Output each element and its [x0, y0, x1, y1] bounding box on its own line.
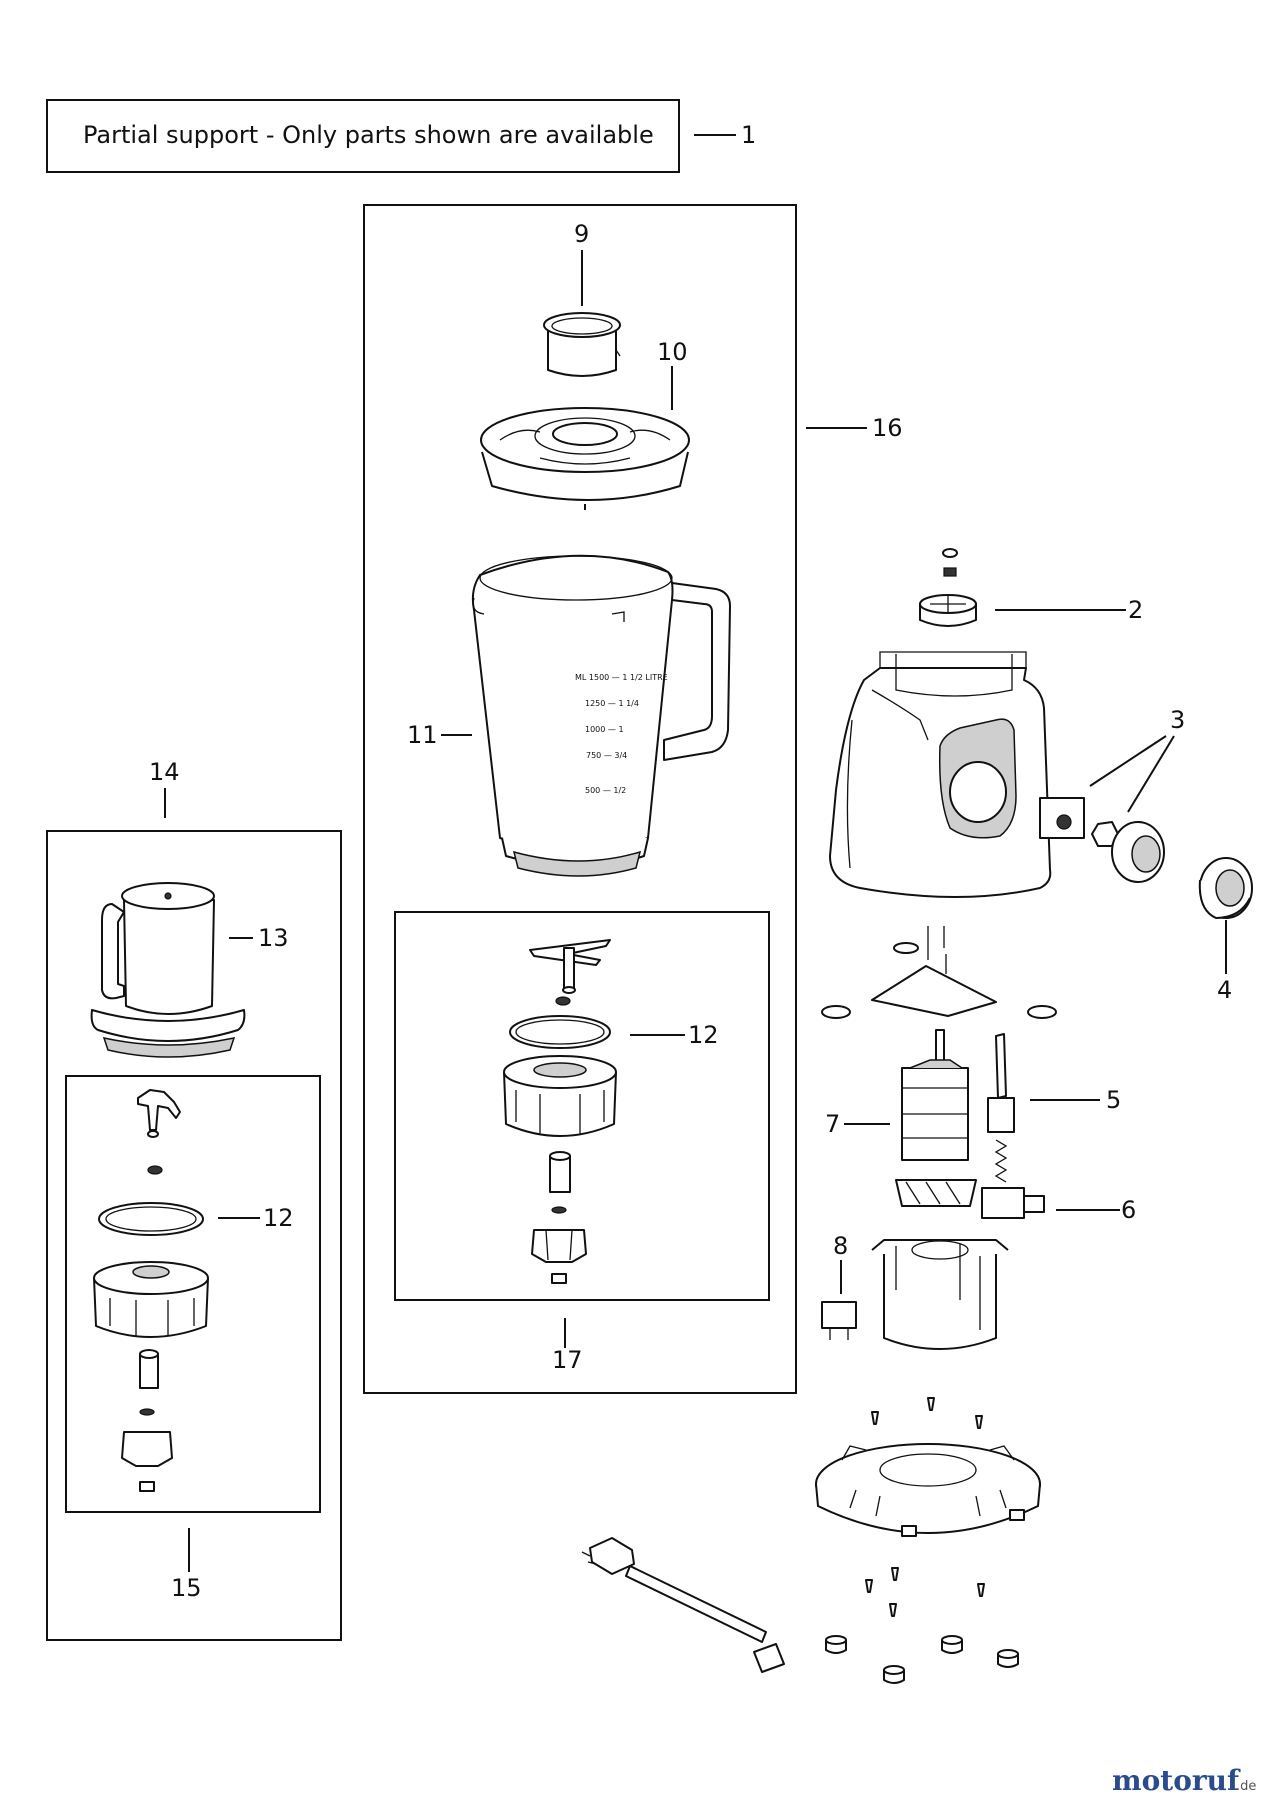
partial-support-notice: Partial support - Only parts shown are a… — [46, 99, 756, 173]
motoruf-watermark: motoruf .de — [1112, 1764, 1256, 1797]
base-plate — [815, 1443, 1041, 1537]
notice-text: Partial support - Only parts shown are a… — [83, 121, 654, 149]
part-8-capacitor — [821, 1301, 857, 1340]
part-6-brush-holder — [981, 1139, 1045, 1219]
callout-5: 5 — [1106, 1086, 1121, 1114]
part-13-mill-container — [90, 882, 246, 1058]
part-10-lid — [480, 407, 690, 510]
part-4-control-knob — [1198, 857, 1253, 919]
part-2-drive-coupling — [919, 548, 977, 627]
part-17-blade-unit — [503, 939, 617, 1284]
callout-12-upper: 12 — [688, 1021, 719, 1049]
callout-13: 13 — [258, 924, 289, 952]
power-cord — [581, 1537, 785, 1673]
callout-12-lower: 12 — [263, 1204, 294, 1232]
callout-15: 15 — [171, 1574, 202, 1602]
callout-4: 4 — [1217, 976, 1232, 1004]
jug-marking-1250: 1250 — 1 1/4 — [585, 699, 639, 708]
svg-text:motoruf: motoruf — [1112, 1764, 1241, 1797]
jug-marking-500: 500 — 1/2 — [585, 786, 626, 795]
callout-6: 6 — [1121, 1196, 1136, 1224]
callout-16: 16 — [872, 414, 903, 442]
part-15-mill-blade-unit — [93, 1089, 209, 1492]
part-5-carbon-brush — [987, 1033, 1015, 1133]
frame-14-mill-assembly — [46, 830, 342, 1641]
frame-16-jug-assembly — [363, 204, 797, 1394]
callout-10: 10 — [657, 338, 688, 366]
part-11-blender-jug: ML 1500 — 1 1/2 LITRE 1250 — 1 1/4 1000 … — [471, 554, 731, 877]
callout-7: 7 — [825, 1110, 840, 1138]
jug-marking-750: 750 — 3/4 — [586, 751, 627, 760]
watermark-brand: motoruf — [1112, 1764, 1241, 1797]
callout-1: 1 — [741, 121, 756, 149]
part-7-motor — [895, 1029, 977, 1207]
frame-17-blade-assembly — [394, 911, 770, 1301]
jug-marking-1000: 1000 — 1 — [585, 725, 624, 734]
part-3-switch-parts — [1091, 821, 1165, 883]
callout-14: 14 — [149, 758, 180, 786]
motor-housing — [829, 651, 1085, 898]
callout-9: 9 — [574, 220, 589, 248]
frame-15-mill-blade-assembly — [65, 1075, 321, 1513]
rubber-feet — [825, 1635, 1019, 1684]
base-screws — [865, 1397, 985, 1617]
motor-mount-frame — [871, 1239, 1009, 1350]
callout-11: 11 — [407, 721, 438, 749]
jug-marking-1500: ML 1500 — 1 1/2 LITRE — [575, 673, 668, 682]
watermark-tld: .de — [1236, 1779, 1256, 1794]
part-9-measuring-cap — [543, 312, 621, 377]
callout-2: 2 — [1128, 596, 1143, 624]
callout-8: 8 — [833, 1232, 848, 1260]
mounting-bracket — [821, 926, 1057, 1019]
callout-3: 3 — [1170, 706, 1185, 734]
callout-17: 17 — [552, 1346, 583, 1374]
